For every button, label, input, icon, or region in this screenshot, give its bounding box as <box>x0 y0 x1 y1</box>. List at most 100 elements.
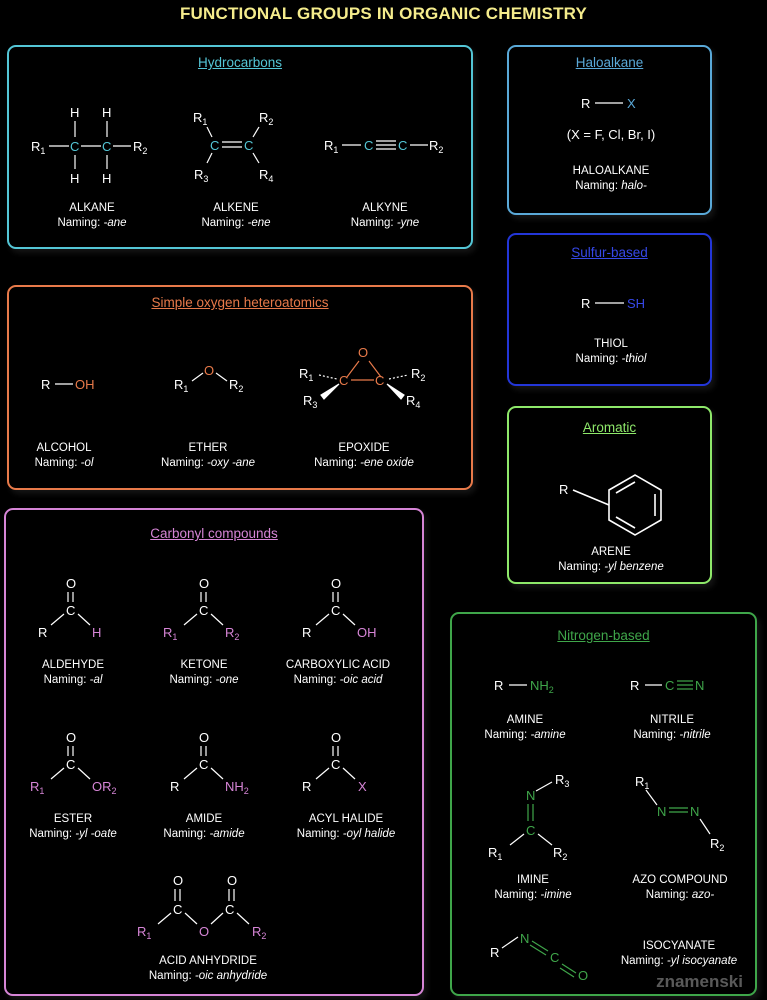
panel-title-aromatic: Aromatic <box>582 420 637 435</box>
azo-structure: R1 N N R2 <box>635 774 724 853</box>
svg-text:C: C <box>66 757 75 772</box>
group-label-arene: ARENE Naming: -yl benzene <box>558 546 664 573</box>
group-label-amide: AMIDE Naming: -amide <box>163 813 245 840</box>
svg-text:R1: R1 <box>30 779 44 796</box>
alcohol-structure: R OH <box>41 377 95 392</box>
panel-carbonyl: Carbonyl compounds O C R H O C R1 R2 <box>4 508 424 996</box>
svg-text:O: O <box>204 363 214 378</box>
group-label-alkane: ALKANE Naming: -ane <box>57 202 127 229</box>
panel-oxygen: Simple oxygen heteroatomics R OH R1 O R2… <box>7 285 473 490</box>
svg-text:SH: SH <box>627 296 645 311</box>
svg-text:C: C <box>331 757 340 772</box>
svg-text:R3: R3 <box>303 393 317 410</box>
svg-text:H: H <box>102 171 111 186</box>
panel-sulfur: Sulfur-based R SH THIOL Naming: -thiol <box>507 233 712 386</box>
alkane-structure: R1 C C R2 H H H H <box>31 105 147 186</box>
page-title: FUNCTIONAL GROUPS IN ORGANIC CHEMISTRY <box>179 4 588 23</box>
svg-text:C: C <box>339 373 348 388</box>
panel-haloalkane: Haloalkane R X (X = F, Cl, Br, I) HALOAL… <box>507 45 712 215</box>
svg-text:C: C <box>375 373 384 388</box>
svg-text:C: C <box>199 603 208 618</box>
svg-text:C: C <box>398 138 407 153</box>
svg-text:OR2: OR2 <box>92 779 117 796</box>
group-label-alcohol: ALCOHOL Naming: -ol <box>34 442 94 469</box>
svg-text:C: C <box>331 603 340 618</box>
panel-title-haloalkane: Haloalkane <box>575 55 644 70</box>
svg-text:R2: R2 <box>429 138 443 155</box>
thiol-structure: R SH <box>581 296 645 311</box>
group-label-azo: AZO COMPOUND Naming: azo- <box>632 874 728 901</box>
group-label-imine: IMINE Naming: -imine <box>494 874 572 901</box>
svg-text:N: N <box>520 931 529 946</box>
svg-text:X: X <box>627 96 636 111</box>
svg-text:R2: R2 <box>710 836 724 853</box>
svg-text:R: R <box>559 482 568 497</box>
svg-text:C: C <box>550 950 559 965</box>
svg-text:C: C <box>173 902 182 917</box>
svg-text:C: C <box>102 139 111 154</box>
acid-anhydride-structure: O C R1 O C O R2 <box>137 873 266 941</box>
svg-text:NH2: NH2 <box>530 678 554 695</box>
svg-text:R4: R4 <box>406 393 420 410</box>
svg-text:R1: R1 <box>137 924 151 941</box>
svg-text:C: C <box>665 678 674 693</box>
svg-text:O: O <box>358 345 368 360</box>
svg-text:C: C <box>364 138 373 153</box>
carbonyl-structures: O C R H O C R1 R2 O C <box>30 576 377 941</box>
group-label-ester: ESTER Naming: -yl -oate <box>29 813 117 840</box>
panel-hydrocarbons: Hydrocarbons R1 C C R2 H H H H R1 R2 C C <box>7 45 473 249</box>
svg-text:R2: R2 <box>225 625 239 642</box>
group-label-amine: AMINE Naming: -amine <box>484 714 566 741</box>
svg-text:O: O <box>578 968 588 983</box>
amine-structure: R NH2 <box>494 678 554 695</box>
amide-structure: O C R NH2 <box>170 730 249 796</box>
svg-text:R: R <box>41 377 50 392</box>
group-label-acyl-halide: ACYL HALIDE Naming: -oyl halide <box>296 813 396 840</box>
ester-structure: O C R1 OR2 <box>30 730 117 796</box>
svg-text:R1: R1 <box>635 774 649 791</box>
svg-text:C: C <box>66 603 75 618</box>
svg-text:R1: R1 <box>488 845 502 862</box>
nitrile-structure: R C N <box>630 678 704 693</box>
group-label-thiol: THIOL Naming: -thiol <box>575 338 647 365</box>
group-label-acid-anhydride: ACID ANHYDRIDE Naming: -oic anhydride <box>148 955 268 982</box>
svg-text:R1: R1 <box>299 366 313 383</box>
svg-text:O: O <box>199 924 209 939</box>
svg-text:R2: R2 <box>411 366 425 383</box>
panel-title-carbonyl: Carbonyl compounds <box>150 526 278 541</box>
group-label-nitrile: NITRILE Naming: -nitrile <box>633 714 711 741</box>
svg-text:O: O <box>173 873 183 888</box>
group-label-haloalkane: HALOALKANE Naming: halo- <box>572 165 650 192</box>
svg-text:R2: R2 <box>553 845 567 862</box>
svg-text:O: O <box>331 576 341 591</box>
svg-text:C: C <box>199 757 208 772</box>
ether-structure: R1 O R2 <box>174 363 243 394</box>
svg-text:N: N <box>526 788 535 803</box>
svg-text:R: R <box>302 779 311 794</box>
svg-text:O: O <box>199 576 209 591</box>
svg-text:O: O <box>66 730 76 745</box>
svg-text:OH: OH <box>75 377 95 392</box>
svg-text:X: X <box>358 779 367 794</box>
group-label-epoxide: EPOXIDE Naming: -ene oxide <box>314 442 414 469</box>
watermark: znamenski <box>656 972 743 991</box>
epoxide-structure: O C C R1 R3 R2 R4 <box>299 345 425 410</box>
panel-title-nitrogen: Nitrogen-based <box>557 628 650 643</box>
nitrogen-structures: R NH2 R C N N R3 C R1 <box>488 678 724 983</box>
svg-text:R: R <box>630 678 639 693</box>
svg-text:R: R <box>302 625 311 640</box>
imine-structure: N R3 C R1 R2 <box>488 772 569 862</box>
carboxylic-acid-structure: O C R OH <box>302 576 377 640</box>
svg-text:R2: R2 <box>252 924 266 941</box>
svg-text:R3: R3 <box>555 772 569 789</box>
alkene-structure: R1 R2 C C R3 R4 <box>193 110 273 184</box>
haloalkane-structure: R X <box>581 96 636 111</box>
svg-text:H: H <box>102 105 111 120</box>
group-label-isocyanate: ISOCYANATE Naming: -yl isocyanate <box>620 940 738 967</box>
svg-text:R1: R1 <box>324 138 338 155</box>
arene-structure: R <box>559 474 662 536</box>
svg-text:H: H <box>92 625 101 640</box>
svg-text:R1: R1 <box>163 625 177 642</box>
svg-text:C: C <box>244 138 253 153</box>
group-label-carboxylic-acid: CARBOXYLIC ACID Naming: -oic acid <box>285 659 391 686</box>
